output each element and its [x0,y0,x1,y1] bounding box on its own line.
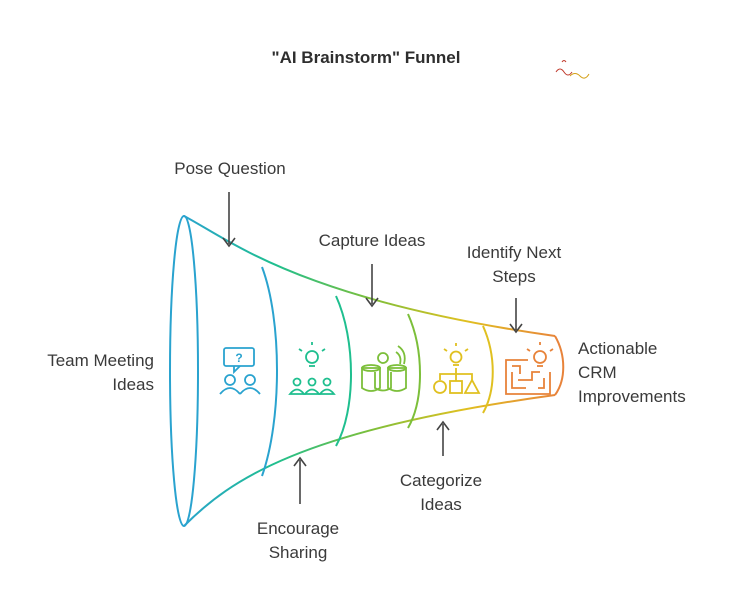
label-pose-question: Pose Question [174,159,286,178]
label-categorize-ideas: Categorize Ideas [399,471,483,514]
arrow-pose-question [222,192,236,248]
arrow-identify-next-steps [509,298,523,334]
funnel-opening [169,215,199,527]
label-actionable-crm-improvements: Actionable CRM Improvements [578,339,686,406]
stage-divider-3 [407,313,421,429]
arrow-capture-ideas [365,264,379,308]
stage-divider-2 [335,295,352,447]
arrow-categorize-ideas [436,420,450,456]
categorize-icon [433,343,481,394]
idea-group-icon [288,342,336,395]
logo-signature-icon [555,60,590,79]
svg-text:?: ? [235,351,242,365]
funnel-bottom-edge [183,394,556,527]
collect-ideas-icon [361,345,407,392]
label-capture-ideas: Capture Ideas [318,231,426,250]
funnel-end [554,335,565,396]
label-encourage-sharing: Encourage Sharing [256,519,340,562]
stage-divider-4 [482,325,494,414]
arrow-encourage-sharing [293,456,307,504]
label-identify-next-steps: Identify Next Steps [466,243,562,286]
funnel-top-edge [183,215,556,337]
question-team-icon: ? [219,347,261,395]
diagram-title: "AI Brainstorm" Funnel [271,48,461,67]
maze-idea-icon [505,342,554,395]
stage-divider-1 [261,266,278,477]
label-team-meeting-ideas: Team Meeting Ideas [47,351,154,394]
